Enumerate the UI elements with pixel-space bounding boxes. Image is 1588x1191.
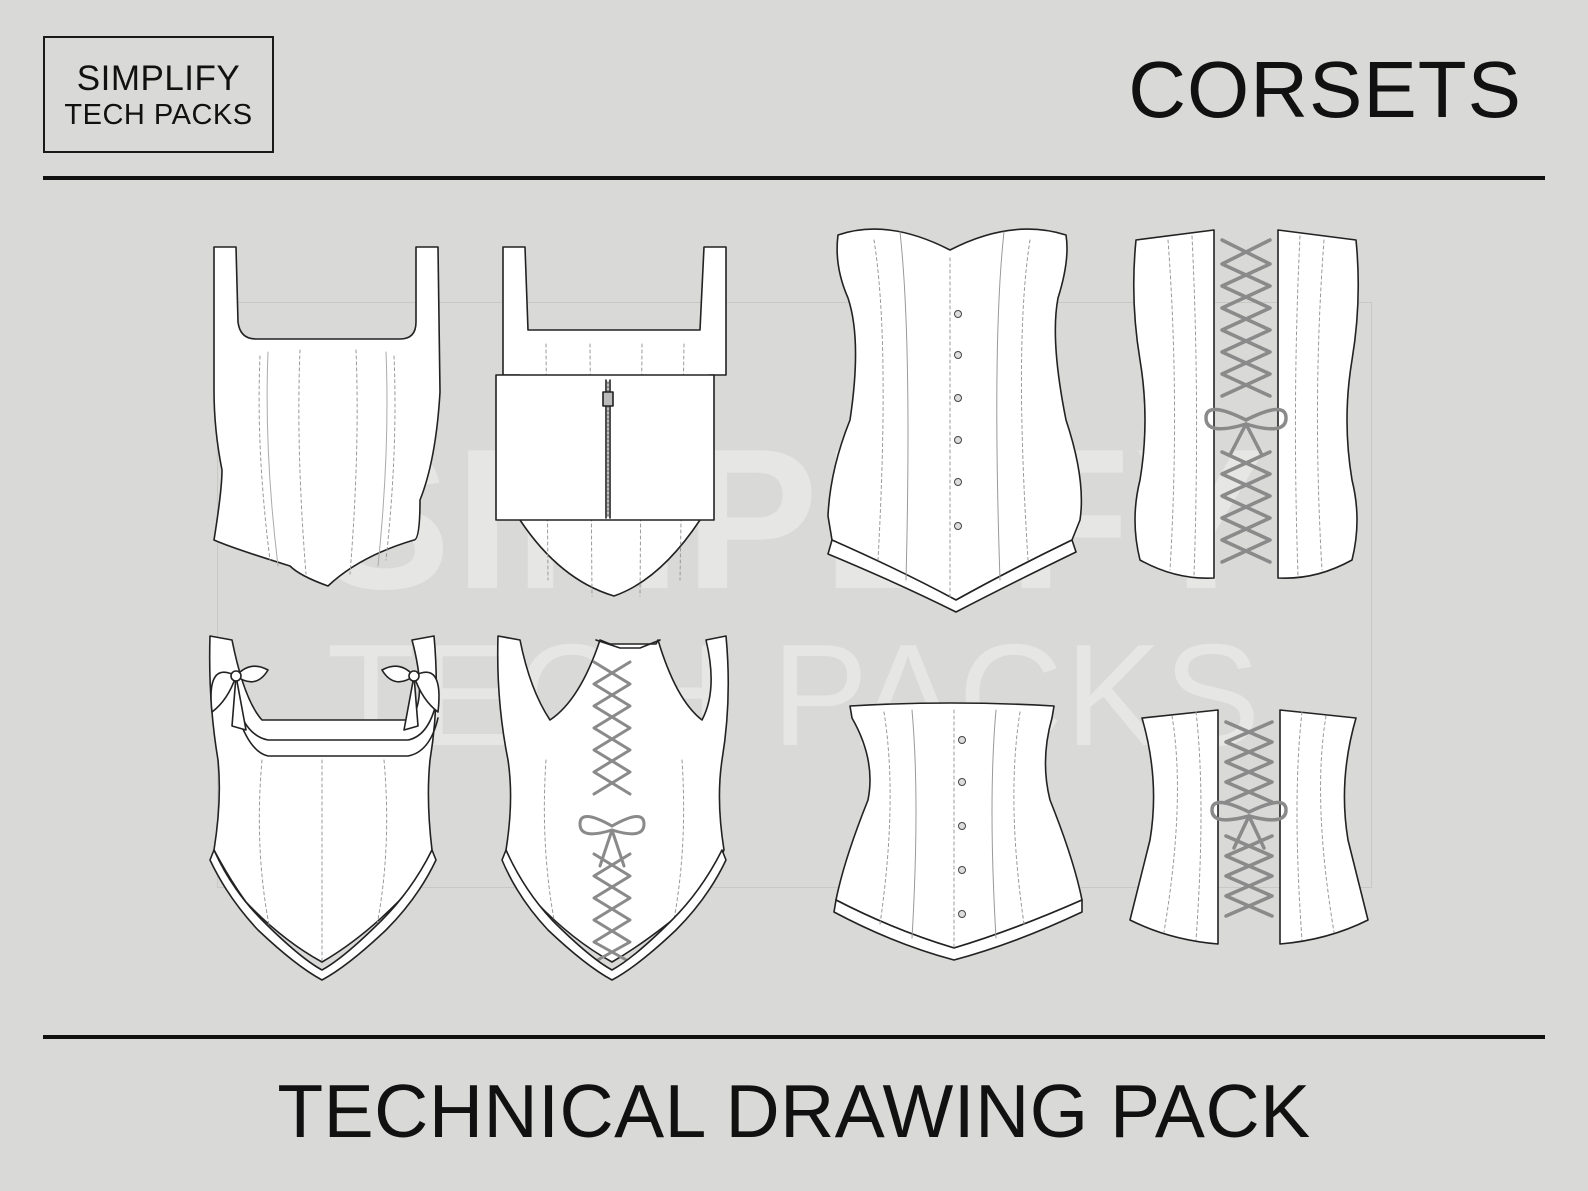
- logo-line-1: SIMPLIFY: [76, 58, 241, 98]
- logo-line-2: TECH PACKS: [64, 98, 253, 131]
- square-neck-bustier-front: [213, 246, 441, 587]
- bottom-divider: [43, 1035, 1545, 1039]
- sweetheart-overbust-corset-front: [827, 228, 1083, 613]
- top-divider: [43, 176, 1545, 180]
- bow-strap-corset-top-front: [208, 635, 440, 981]
- overbust-corset-back-laced: [1132, 229, 1360, 579]
- bow-strap-corset-top-back-laced: [496, 635, 730, 981]
- brand-logo: SIMPLIFY TECH PACKS: [43, 36, 274, 153]
- page-title: CORSETS: [1128, 45, 1522, 134]
- square-neck-bustier-back-zip: [495, 246, 727, 597]
- underbust-corset-front: [833, 702, 1083, 961]
- underbust-corset-back-laced: [1129, 709, 1369, 945]
- footer-title: TECHNICAL DRAWING PACK: [277, 1069, 1311, 1153]
